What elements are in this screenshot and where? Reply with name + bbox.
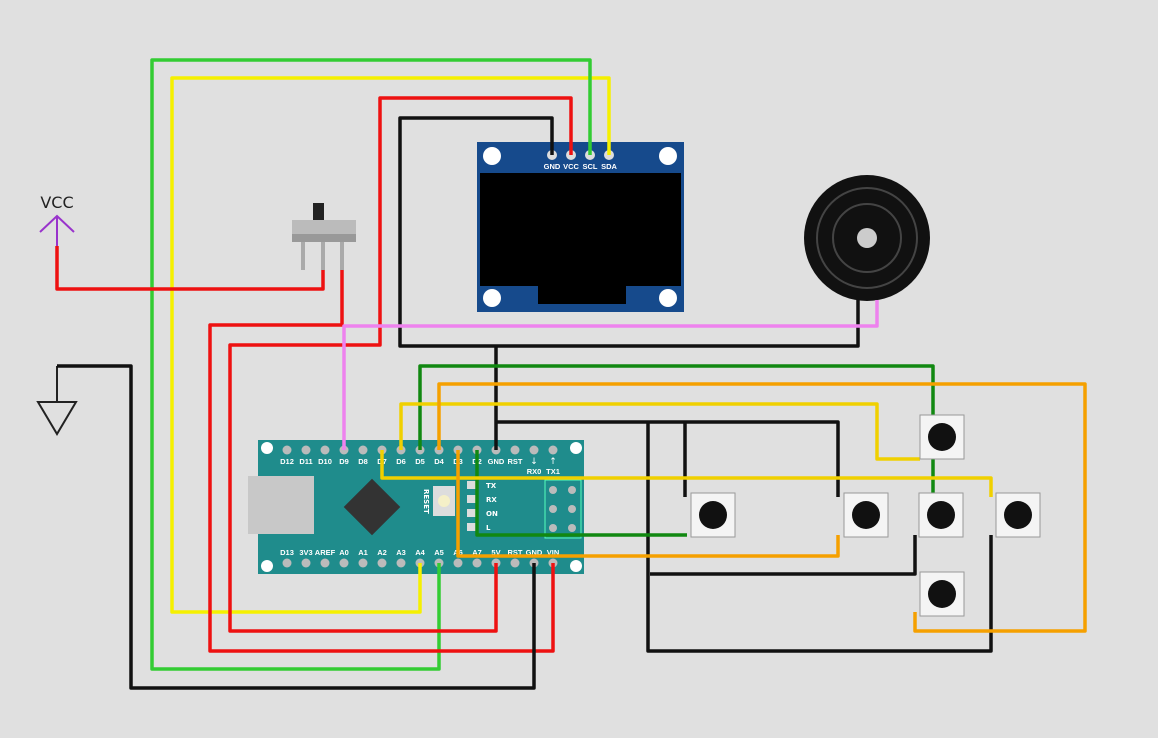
pin-label: A3 xyxy=(396,548,406,557)
pin-label: AREF xyxy=(315,548,336,557)
pin-label: RST xyxy=(508,457,523,466)
pin-label: VIN xyxy=(547,548,560,557)
wire-sda xyxy=(170,76,611,614)
led-label-tx: TX xyxy=(486,482,497,490)
pin-bottom-aref[interactable] xyxy=(320,558,330,568)
oled-pin-vcc: VCC xyxy=(563,162,579,171)
vcc-symbol[interactable]: VCC xyxy=(39,193,75,246)
rx-arrow: ↓ xyxy=(530,457,538,467)
pin-label: A5 xyxy=(434,548,444,557)
pin-bottom-d13[interactable] xyxy=(282,558,292,568)
oled-display[interactable]: GND VCC SCL SDA xyxy=(477,142,684,312)
pin-bottom-a1[interactable] xyxy=(358,558,368,568)
pin-label: D4 xyxy=(434,457,444,466)
oled-pin-sda: SDA xyxy=(601,162,617,171)
pin-bottom-3v3[interactable] xyxy=(301,558,311,568)
pin-label: GND xyxy=(488,457,505,466)
pin-bottom-rst[interactable] xyxy=(510,558,520,568)
pin-label: D12 xyxy=(280,457,294,466)
wire-btn-gnd-4 xyxy=(650,535,917,576)
pin-bottom-a7[interactable] xyxy=(472,558,482,568)
pin-label: D13 xyxy=(280,548,294,557)
wire-d6 xyxy=(399,402,920,461)
pin-top-d8[interactable] xyxy=(358,445,368,455)
pin-label: D9 xyxy=(339,457,349,466)
pushbutton[interactable] xyxy=(919,571,965,617)
wire-d4 xyxy=(437,382,1087,633)
pin-label: A1 xyxy=(358,548,368,557)
pin-label: GND xyxy=(526,548,543,557)
pin-top-rst[interactable] xyxy=(510,445,520,455)
pushbutton[interactable] xyxy=(918,492,964,538)
pin-label: D5 xyxy=(415,457,425,466)
wire-d7 xyxy=(380,450,993,497)
ground-symbol[interactable] xyxy=(36,366,78,436)
pin-label: D6 xyxy=(396,457,406,466)
slide-switch[interactable] xyxy=(292,203,356,270)
led-label-rx: RX xyxy=(486,496,497,504)
vcc-label: VCC xyxy=(40,193,73,212)
pin-bottom-a0[interactable] xyxy=(339,558,349,568)
pin-bottom-a6[interactable] xyxy=(453,558,463,568)
tx-arrow: ↑ xyxy=(549,457,557,467)
pushbuttons xyxy=(690,414,1041,617)
led-label-on: ON xyxy=(486,510,498,518)
reset-label: RESET xyxy=(422,489,430,514)
pin-top-rx0[interactable] xyxy=(529,445,539,455)
wire-switch-vin xyxy=(208,270,555,653)
usb-port xyxy=(248,476,314,534)
wire-vcc-switch xyxy=(55,246,325,291)
pin-label: A2 xyxy=(377,548,387,557)
pin-label: A0 xyxy=(339,548,349,557)
pin-label: RST xyxy=(508,548,523,557)
pin-label: D10 xyxy=(318,457,332,466)
pin-label: 5V xyxy=(491,548,500,557)
pin-label: 3V3 xyxy=(299,548,312,557)
pin-bottom-a3[interactable] xyxy=(396,558,406,568)
pushbutton[interactable] xyxy=(995,492,1041,538)
wire-buzzer-d9 xyxy=(342,300,879,450)
oled-pin-scl: SCL xyxy=(583,162,598,171)
pin-top-d10[interactable] xyxy=(320,445,330,455)
pin-bottom-a2[interactable] xyxy=(377,558,387,568)
pin-top-d12[interactable] xyxy=(282,445,292,455)
pushbutton[interactable] xyxy=(843,492,889,538)
led-label-l: L xyxy=(486,524,491,532)
pin-label: RX0 xyxy=(527,467,542,476)
pin-label: A4 xyxy=(415,548,425,557)
pushbutton[interactable] xyxy=(919,414,965,460)
pin-top-d11[interactable] xyxy=(301,445,311,455)
oled-pin-gnd: GND xyxy=(544,162,561,171)
wire-5v xyxy=(228,96,573,633)
wire-d3 xyxy=(456,450,840,558)
wires xyxy=(55,58,1087,690)
wire-gnd-oled xyxy=(398,116,860,348)
pin-label: A7 xyxy=(472,548,482,557)
pin-top-tx1[interactable] xyxy=(548,445,558,455)
oled-screen xyxy=(480,173,681,286)
wire-ground xyxy=(57,364,536,690)
pin-label: D8 xyxy=(358,457,368,466)
wire-btn-gnd-1 xyxy=(496,420,840,497)
buzzer[interactable] xyxy=(804,175,930,301)
pushbutton[interactable] xyxy=(690,492,736,538)
pin-label: TX1 xyxy=(546,467,560,476)
pin-label: D11 xyxy=(299,457,312,466)
